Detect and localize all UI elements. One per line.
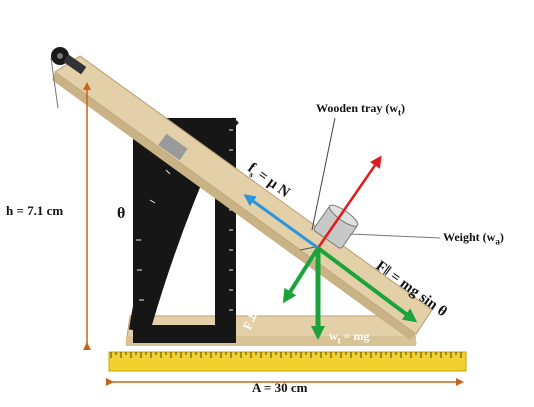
base-board-front [126, 336, 416, 346]
parallel-force-arrow [316, 246, 418, 323]
measuring-tape [108, 351, 467, 372]
inclined-board-side [52, 72, 416, 340]
normal-force-arrow [316, 155, 382, 249]
protractor-arc [129, 117, 239, 331]
pulley-hub [57, 53, 63, 59]
protractor [133, 118, 236, 343]
wt-label-rest: = mg [340, 329, 370, 343]
tray-leader [311, 117, 336, 231]
wt-label-w: w [329, 329, 338, 343]
tray-label: Wooden tray (wt) [316, 101, 405, 118]
wt-label-sub: t [337, 335, 341, 346]
pulley-string [50, 57, 59, 109]
theta-label: θ [117, 205, 126, 222]
pulley-bracket [63, 54, 87, 75]
weight-label-text: Weight (w [443, 230, 496, 244]
weight-label-sub: a [495, 236, 500, 247]
tray-label-sub: t [398, 107, 401, 118]
base-label: A = 30 cm [252, 380, 308, 395]
perpendicular-force-arrow [282, 246, 320, 304]
friction-arrow [243, 194, 319, 250]
board-clamp [158, 133, 188, 161]
weight-label: Weight (wa) [443, 230, 504, 247]
wt-label: wt = mg [329, 329, 370, 345]
height-label: h = 7.1 cm [6, 203, 64, 218]
weight-leader [349, 233, 441, 239]
tape-ticks [110, 352, 462, 358]
tray-label-text: Wooden tray (w [316, 101, 398, 115]
